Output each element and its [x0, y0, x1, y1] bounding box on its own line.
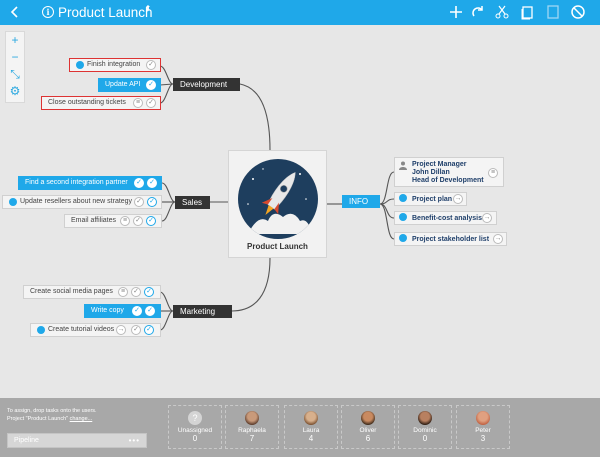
check-icon[interactable]: ✓ — [146, 80, 156, 90]
add-icon[interactable] — [448, 4, 464, 20]
avatar — [361, 411, 375, 425]
info-stakeholder-list[interactable]: Project stakeholder list → — [394, 232, 507, 246]
pipeline-selector[interactable]: Pipeline ••• — [7, 433, 147, 448]
back-icon[interactable] — [8, 3, 22, 21]
check-icon[interactable]: ✓ — [144, 325, 154, 335]
avatar — [245, 411, 259, 425]
check-icon[interactable]: ✓ — [146, 216, 156, 226]
page-title[interactable]: Product Launch — [58, 5, 153, 20]
check-icon[interactable]: ✓ — [132, 306, 142, 316]
branch-marketing[interactable]: Marketing — [173, 305, 232, 318]
central-node[interactable]: Product Launch — [228, 150, 327, 258]
task-status-icon — [399, 234, 407, 242]
info-benefit-cost[interactable]: Benefit-cost analysis → — [394, 211, 497, 225]
branch-development[interactable]: Development — [173, 78, 240, 91]
user-dominic[interactable]: Dominic 0 — [398, 405, 452, 449]
task-status-icon — [76, 61, 84, 69]
arrow-right-icon[interactable]: → — [116, 325, 126, 335]
user-unassigned[interactable]: ? Unassigned 0 — [168, 405, 222, 449]
check-icon[interactable]: ✓ — [131, 325, 141, 335]
avatar — [418, 411, 432, 425]
task-status-icon — [399, 194, 407, 202]
settings-icon[interactable]: ⚙ — [9, 84, 21, 98]
notes-icon[interactable]: ≡ — [118, 287, 128, 297]
check-icon[interactable]: ✓ — [147, 178, 157, 188]
unknown-user-icon: ? — [188, 411, 202, 425]
undo-icon[interactable] — [470, 4, 486, 20]
task-close-tickets[interactable]: Close outstanding tickets ≡ ✓ — [41, 96, 161, 110]
info-project-plan[interactable]: Project plan → — [394, 192, 467, 206]
cancel-icon[interactable] — [570, 4, 586, 20]
check-icon[interactable]: ✓ — [147, 197, 157, 207]
branch-sales[interactable]: Sales — [175, 196, 210, 209]
avatar — [304, 411, 318, 425]
task-update-api[interactable]: Update API ✓ — [98, 78, 161, 92]
user-oliver[interactable]: Oliver 6 — [341, 405, 395, 449]
notes-icon[interactable]: ≡ — [488, 168, 498, 178]
task-social-media[interactable]: Create social media pages ≡ ✓ ✓ — [23, 285, 161, 299]
avatar — [476, 411, 490, 425]
task-finish-integration[interactable]: Finish integration ✓ — [69, 58, 161, 72]
arrow-right-icon[interactable]: → — [493, 234, 503, 244]
task-integration-partner[interactable]: Find a second integration partner ✓ ✓ — [18, 176, 162, 190]
zoom-toolbar: + − ⤡ ⚙ — [5, 31, 25, 103]
check-icon[interactable]: ✓ — [133, 216, 143, 226]
zoom-in-icon[interactable]: + — [11, 33, 19, 47]
branch-info[interactable]: INFO — [342, 195, 380, 208]
notes-icon[interactable]: ≡ — [120, 216, 130, 226]
check-icon[interactable]: ✓ — [144, 287, 154, 297]
check-icon[interactable]: ✓ — [131, 287, 141, 297]
chevron-updown-icon[interactable]: ⬍ — [144, 4, 152, 13]
user-laura[interactable]: Laura 4 — [284, 405, 338, 449]
info-icon[interactable]: i — [42, 6, 54, 18]
central-node-label: Product Launch — [247, 242, 308, 251]
check-icon[interactable]: ✓ — [134, 178, 144, 188]
check-icon[interactable]: ✓ — [134, 197, 144, 207]
task-write-copy[interactable]: Write copy ✓ ✓ — [84, 304, 161, 318]
task-email-affiliates[interactable]: Email affiliates ≡ ✓ ✓ — [64, 214, 162, 228]
check-icon[interactable]: ✓ — [146, 98, 156, 108]
change-project-link[interactable]: change... — [69, 416, 93, 422]
scissors-icon[interactable] — [494, 4, 510, 20]
user-peter[interactable]: Peter 3 — [456, 405, 510, 449]
task-status-icon — [399, 213, 407, 221]
zoom-out-icon[interactable]: − — [11, 50, 19, 64]
task-update-resellers[interactable]: Update resellers about new strategy ✓ ✓ — [2, 195, 162, 209]
assignment-hint: To assign, drop tasks onto the users. Pr… — [7, 408, 97, 422]
paste-icon[interactable] — [545, 4, 561, 20]
task-status-icon — [9, 198, 17, 206]
arrow-right-icon[interactable]: → — [482, 213, 492, 223]
notes-icon[interactable]: ≡ — [133, 98, 143, 108]
info-project-manager[interactable]: Project Manager John Dillan Head of Deve… — [394, 157, 504, 187]
check-icon[interactable]: ✓ — [145, 306, 155, 316]
task-status-icon — [37, 326, 45, 334]
user-raphaela[interactable]: Raphaela 7 — [225, 405, 279, 449]
check-icon[interactable]: ✓ — [146, 60, 156, 70]
person-icon — [399, 161, 407, 170]
fit-screen-icon[interactable]: ⤡ — [10, 67, 20, 81]
copy-icon[interactable] — [519, 4, 535, 20]
task-tutorial-videos[interactable]: Create tutorial videos → ✓ ✓ — [30, 323, 161, 337]
top-bar: i Product Launch ⬍ — [0, 0, 600, 25]
arrow-right-icon[interactable]: → — [453, 194, 463, 204]
more-icon[interactable]: ••• — [128, 436, 140, 445]
rocket-icon — [238, 159, 318, 239]
